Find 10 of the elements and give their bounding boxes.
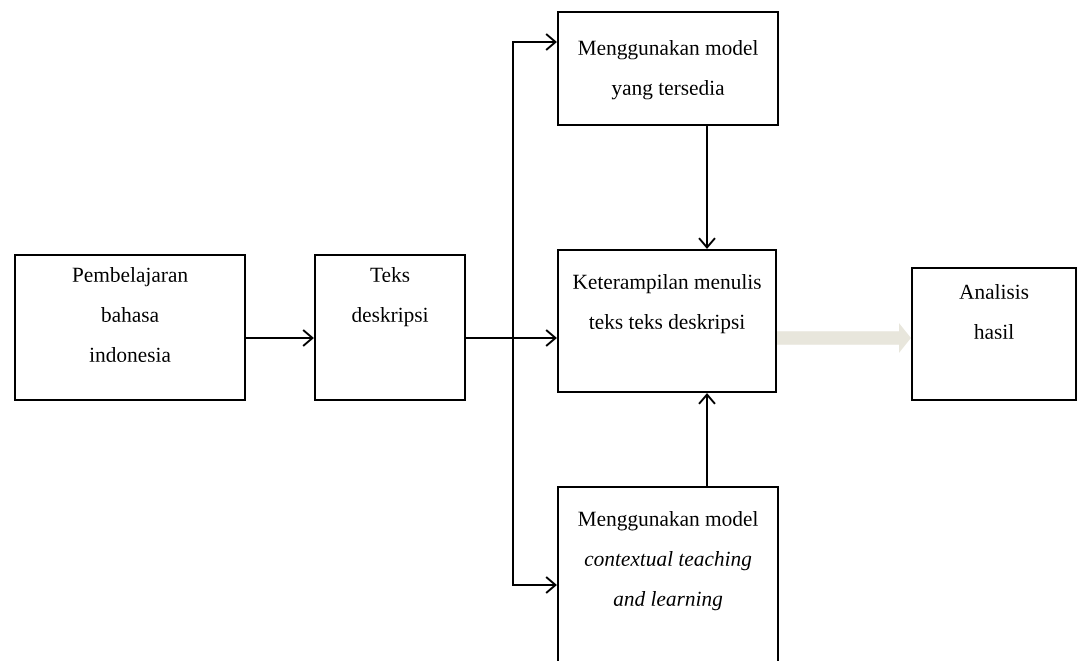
process-box: Teks deskripsi <box>314 253 466 402</box>
process-box: Menggunakan model contextual teaching and learning <box>557 485 779 661</box>
arrow <box>698 393 716 487</box>
process-box: Pembelajaran bahasa indonesia <box>14 253 246 402</box>
process-box: Keterampilan menulis teks teks deskripsi <box>557 249 777 393</box>
arrow <box>245 329 314 347</box>
arrow <box>698 125 716 249</box>
arrow <box>465 337 557 594</box>
process-box: Analisis hasil <box>911 267 1077 401</box>
process-box: Menggunakan model yang tersedia <box>557 10 779 127</box>
